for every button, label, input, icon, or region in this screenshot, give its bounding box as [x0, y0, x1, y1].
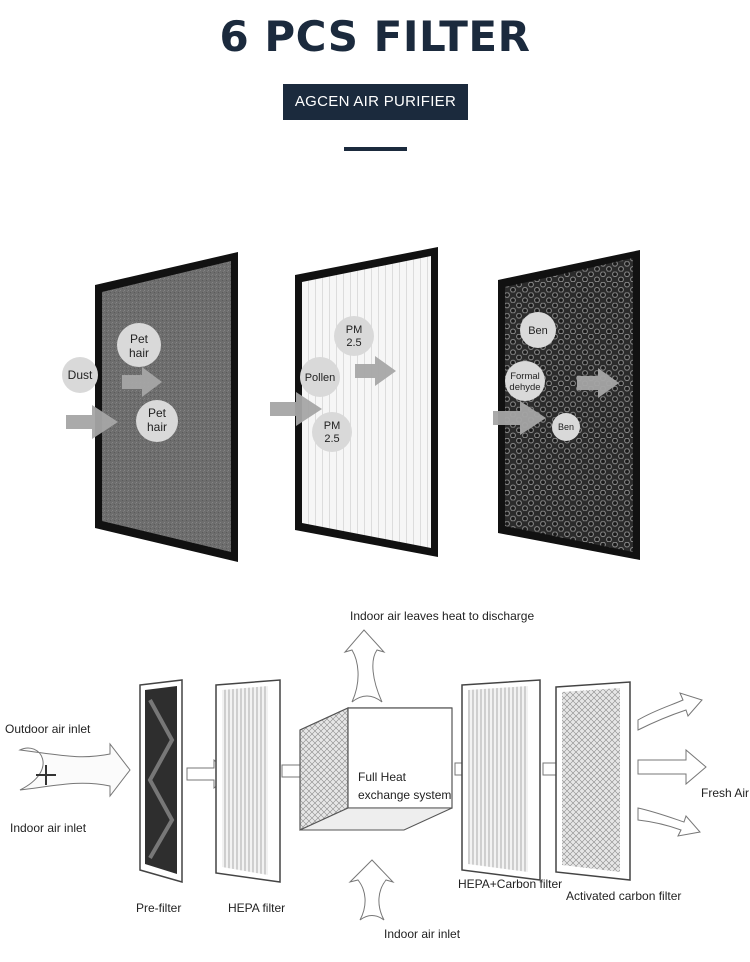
svg-text:Pet: Pet — [148, 406, 167, 420]
outdoor-air-inlet-label: Outdoor air inlet — [5, 722, 91, 736]
activated-carbon-filter-panel — [555, 681, 631, 881]
page-title: 6 PCS FILTER — [219, 12, 531, 61]
hepa-carbon-filter-panel — [461, 679, 541, 881]
brand-subtitle-badge: AGCEN AIR PURIFIER — [283, 84, 468, 120]
svg-text:Pollen: Pollen — [305, 372, 336, 384]
arrow-icon — [637, 692, 703, 731]
arrow-icon — [66, 405, 118, 439]
filter-photos: Dust Pet hair Pet hair PM 2.5 Pollen PM … — [62, 247, 640, 562]
discharge-up-arrow — [343, 629, 386, 703]
hepa-filter-panel — [215, 679, 281, 883]
full-heat-label-line1: Full Heat — [358, 770, 407, 784]
indoor-air-inlet-bottom-label: Indoor air inlet — [384, 927, 461, 941]
hepa-filter-label: HEPA filter — [228, 901, 285, 915]
svg-text:hair: hair — [129, 346, 149, 360]
indoor-air-leaves-label: Indoor air leaves heat to discharge — [350, 609, 534, 623]
bubble-pet-hair-2: Pet hair — [136, 400, 178, 442]
arrow-icon — [493, 401, 546, 435]
flow-arrows — [66, 356, 619, 439]
svg-text:Ben: Ben — [528, 325, 548, 337]
hepa-filter-photo — [295, 247, 438, 557]
indoor-inlet-up-arrow — [348, 859, 395, 921]
arrow-icon — [637, 748, 707, 786]
bubble-pm25-1: PM 2.5 — [334, 316, 374, 356]
arrow-icon — [355, 356, 396, 386]
arrow-icon — [637, 807, 701, 837]
svg-text:Ben: Ben — [558, 422, 574, 432]
air-flow-diagram: Outdoor air inlet Indoor air inlet Pre-f… — [5, 609, 749, 941]
carbon-filter-photo — [498, 250, 640, 560]
bubble-ben-1: Ben — [520, 312, 556, 348]
svg-text:PM: PM — [324, 420, 341, 432]
bubble-formaldehyde: Formal dehyde — [505, 361, 545, 401]
heat-exchange-box — [299, 707, 453, 831]
pre-filter-label: Pre-filter — [136, 901, 181, 915]
bubble-dust: Dust — [62, 357, 98, 393]
bubble-pet-hair-1: Pet hair — [117, 323, 161, 367]
svg-text:2.5: 2.5 — [346, 337, 361, 349]
title-divider — [344, 147, 407, 151]
fresh-air-arrows — [637, 692, 707, 837]
bubble-pollen: Pollen — [300, 357, 340, 397]
svg-text:Pet: Pet — [130, 332, 149, 346]
svg-text:dehyde: dehyde — [509, 382, 540, 393]
activated-carbon-filter-label: Activated carbon filter — [566, 889, 681, 903]
arrow-icon — [577, 368, 619, 398]
bubble-ben-2: Ben — [552, 413, 580, 441]
hepa-carbon-filter-label: HEPA+Carbon filter — [458, 877, 562, 891]
full-heat-label-line2: exchange system — [358, 788, 451, 802]
arrow-icon — [270, 392, 322, 426]
svg-text:Formal: Formal — [510, 371, 540, 382]
fresh-air-label: Fresh Air — [701, 786, 749, 800]
outdoor-inlet-arrow — [18, 742, 131, 798]
arrow-icon — [122, 367, 162, 397]
svg-text:Dust: Dust — [68, 368, 93, 382]
indoor-air-inlet-left-label: Indoor air inlet — [10, 821, 87, 835]
bubble-pm25-2: PM 2.5 — [312, 412, 352, 452]
svg-text:PM: PM — [346, 324, 363, 336]
pre-filter-panel — [139, 679, 183, 883]
svg-text:hair: hair — [147, 420, 167, 434]
svg-text:2.5: 2.5 — [324, 433, 339, 445]
